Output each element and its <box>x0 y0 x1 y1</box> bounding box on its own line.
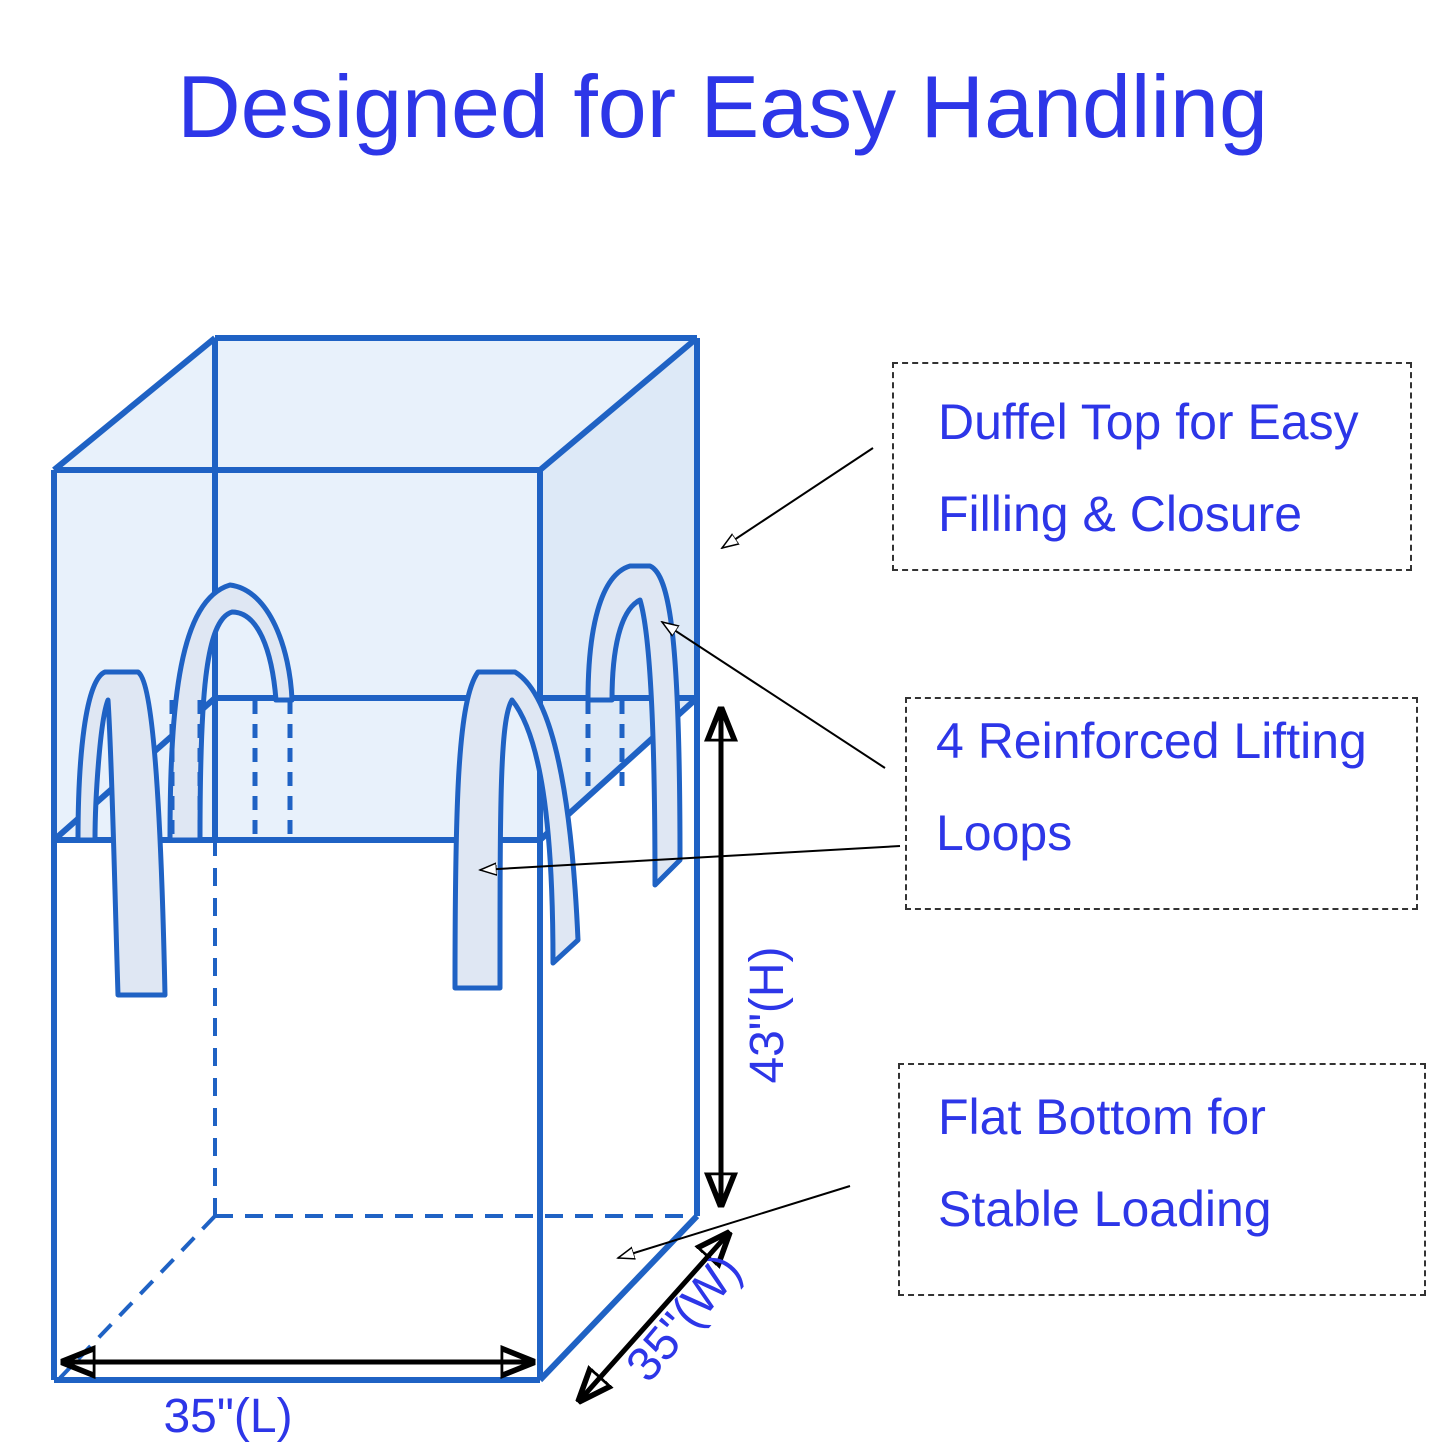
leader-loop-front <box>480 845 901 870</box>
loop-back-left <box>167 582 295 843</box>
width-label: 35"(W) <box>616 1244 752 1391</box>
height-label: 43"(H) <box>741 946 794 1083</box>
callout-flat-bottom: Flat Bottom for Stable Loading <box>898 1063 1426 1296</box>
callout-lifting-loops-line2: Loops <box>936 805 1073 861</box>
loop-front-right <box>452 669 581 991</box>
loop-front-left <box>75 669 168 998</box>
leader-flat-bottom <box>618 1185 851 1258</box>
lifting-loops <box>75 563 683 998</box>
callout-flat-bottom-line2: Stable Loading <box>938 1181 1272 1237</box>
callout-lifting-loops-line1: 4 Reinforced Lifting <box>936 713 1367 769</box>
callout-lifting-loops: 4 Reinforced Lifting Loops <box>905 697 1418 910</box>
callout-duffel-top: Duffel Top for Easy Filling & Closure <box>892 362 1412 571</box>
callout-duffel-top-line2: Filling & Closure <box>938 486 1303 542</box>
page-title: Designed for Easy Handling <box>177 57 1268 156</box>
length-label: 35"(L) <box>163 1390 292 1443</box>
leader-duffel-top <box>722 447 874 548</box>
callout-duffel-top-line1: Duffel Top for Easy <box>938 394 1359 450</box>
leader-loop-back <box>662 622 886 769</box>
callout-flat-bottom-line1: Flat Bottom for <box>938 1089 1266 1145</box>
width-arrow <box>580 1234 728 1400</box>
dimension-arrows <box>64 710 728 1400</box>
